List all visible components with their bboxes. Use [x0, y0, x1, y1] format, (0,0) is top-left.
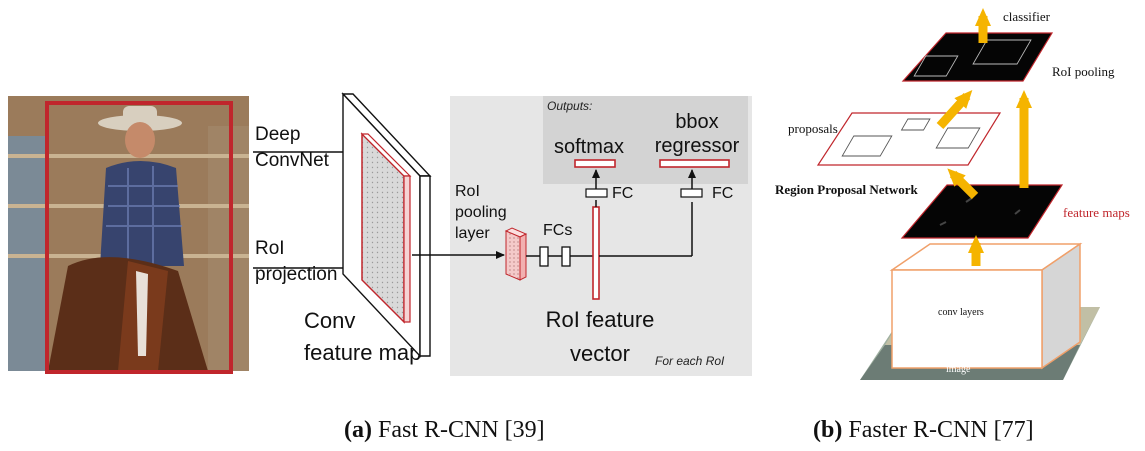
fcs-label: FCs: [543, 222, 573, 239]
outputs-background: [543, 96, 748, 184]
fc-left-label: FC: [612, 185, 634, 202]
conv-feature-map-slab: [341, 92, 432, 358]
roi-pooling-block: [504, 227, 528, 281]
proposals-to-roipool-arrow: [936, 90, 973, 130]
feature-maps-plane: [900, 184, 1064, 239]
softmax-label: softmax: [554, 136, 625, 158]
softmax-output-bar: [574, 159, 616, 168]
for-each-roi-label: For each RoI: [655, 354, 725, 368]
caption-b-text: Faster R-CNN [77]: [842, 417, 1034, 443]
proposal-box-1: [841, 135, 893, 157]
proposal-box-3: [935, 127, 981, 149]
caption-b-letter: b: [821, 417, 835, 443]
caption-a-text: Fast R-CNN [39]: [372, 417, 545, 443]
caption-a-letter: a: [352, 417, 364, 443]
caption-fast-rcnn: (a) Fast R-CNN [39]: [344, 417, 545, 443]
caption-faster-rcnn: (b) Faster R-CNN [77]: [813, 417, 1034, 443]
image-label: image: [946, 364, 971, 375]
conv-layers-box: [889, 242, 1083, 370]
conv-layers-label: conv layers: [938, 307, 984, 318]
feature-maps-label: feature maps: [1063, 205, 1130, 220]
roi-pooling-label: RoI pooling: [1052, 64, 1115, 79]
region-proposal-network-label: Region Proposal Network: [775, 182, 918, 197]
proposal-box-2: [900, 118, 931, 131]
bbox-output-bar: [659, 159, 730, 168]
proposals-plane: [816, 112, 1002, 166]
outputs-label: Outputs:: [547, 99, 593, 113]
fc-right-label: FC: [712, 185, 734, 202]
proposals-label: proposals: [788, 121, 838, 136]
classifier-label: classifier: [1003, 9, 1050, 24]
feature-to-proposals-arrow: [947, 168, 979, 200]
roi-bounding-box: [45, 101, 233, 374]
